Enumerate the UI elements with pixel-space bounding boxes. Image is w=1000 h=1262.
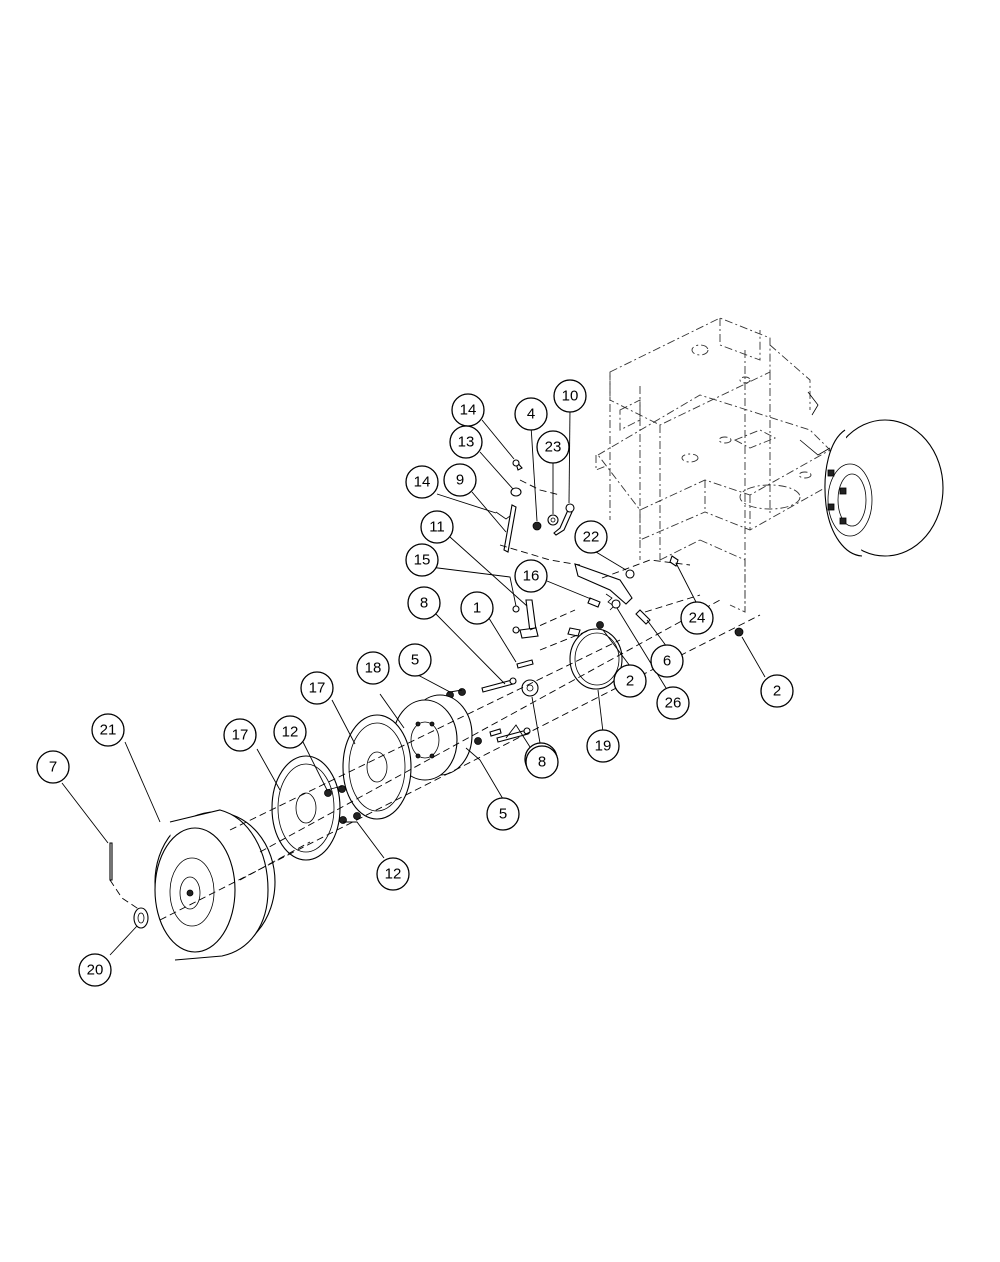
svg-text:4: 4: [527, 406, 535, 423]
callout-17: 17: [300, 671, 334, 705]
svg-text:17: 17: [232, 727, 249, 744]
callout-11: 11: [420, 510, 454, 544]
svg-text:18: 18: [365, 660, 382, 677]
svg-text:11: 11: [429, 519, 445, 536]
callout-15: 15: [405, 543, 439, 577]
callout-13: 13: [449, 425, 483, 459]
svg-text:6: 6: [663, 653, 671, 670]
svg-text:8: 8: [538, 754, 546, 771]
front-wheel: [154, 809, 276, 961]
svg-text:2: 2: [626, 673, 634, 690]
callout-12: 12: [273, 715, 307, 749]
callout-16: 16: [514, 559, 548, 593]
callout-7: 7: [36, 750, 70, 784]
svg-text:14: 14: [414, 474, 431, 491]
svg-text:13: 13: [458, 434, 475, 451]
callout-14: 14: [405, 465, 439, 499]
svg-text:12: 12: [282, 724, 299, 741]
callout-9: 9: [443, 463, 477, 497]
svg-text:10: 10: [562, 388, 579, 405]
svg-text:2: 2: [773, 683, 781, 700]
svg-text:20: 20: [87, 962, 104, 979]
svg-text:1: 1: [473, 600, 481, 617]
hub-nut: [133, 907, 149, 929]
callout-19: 19: [586, 729, 620, 763]
callout-5: 5: [486, 797, 520, 831]
callout-12: 12: [376, 857, 410, 891]
callout-22: 22: [574, 520, 608, 554]
svg-text:14: 14: [460, 402, 477, 419]
svg-text:5: 5: [499, 806, 507, 823]
svg-text:21: 21: [100, 722, 117, 739]
assembly-lines: [109, 479, 761, 921]
callout-2: 2: [613, 664, 647, 698]
svg-text:26: 26: [665, 695, 682, 712]
callout-23: 23: [536, 430, 570, 464]
callout-4: 4: [514, 397, 548, 431]
brake-disc-outer: [271, 755, 341, 861]
svg-text:15: 15: [414, 552, 431, 569]
callout-17: 17: [223, 718, 257, 752]
svg-text:7: 7: [49, 759, 57, 776]
svg-text:22: 22: [583, 529, 600, 546]
svg-text:23: 23: [545, 439, 562, 456]
callout-21: 21: [91, 713, 125, 747]
callout-8: 8: [407, 586, 441, 620]
brake-disc-inner: [342, 714, 412, 820]
callout-24: 24: [680, 601, 714, 635]
svg-text:19: 19: [595, 738, 612, 755]
svg-text:16: 16: [523, 568, 540, 585]
brake-linkage-parts: [446, 459, 744, 749]
far-side-wheel: [799, 391, 944, 557]
chassis-frame: [595, 317, 831, 613]
svg-text:17: 17: [309, 680, 326, 697]
callout-18: 18: [356, 651, 390, 685]
svg-text:5: 5: [411, 652, 419, 669]
callout-20: 20: [78, 953, 112, 987]
leader-lines: [61, 408, 766, 956]
callout-8: 8: [525, 745, 559, 779]
callout-2: 2: [760, 674, 794, 708]
valve-stem: [109, 842, 113, 881]
callout-6: 6: [650, 644, 684, 678]
callout-1: 1: [460, 591, 494, 625]
callout-14: 14: [451, 393, 485, 427]
callout-26: 26: [656, 686, 690, 720]
svg-text:9: 9: [456, 472, 464, 489]
svg-text:12: 12: [385, 866, 402, 883]
callout-10: 10: [553, 379, 587, 413]
svg-text:24: 24: [689, 610, 706, 627]
callout-5: 5: [398, 643, 432, 677]
svg-text:8: 8: [420, 595, 428, 612]
